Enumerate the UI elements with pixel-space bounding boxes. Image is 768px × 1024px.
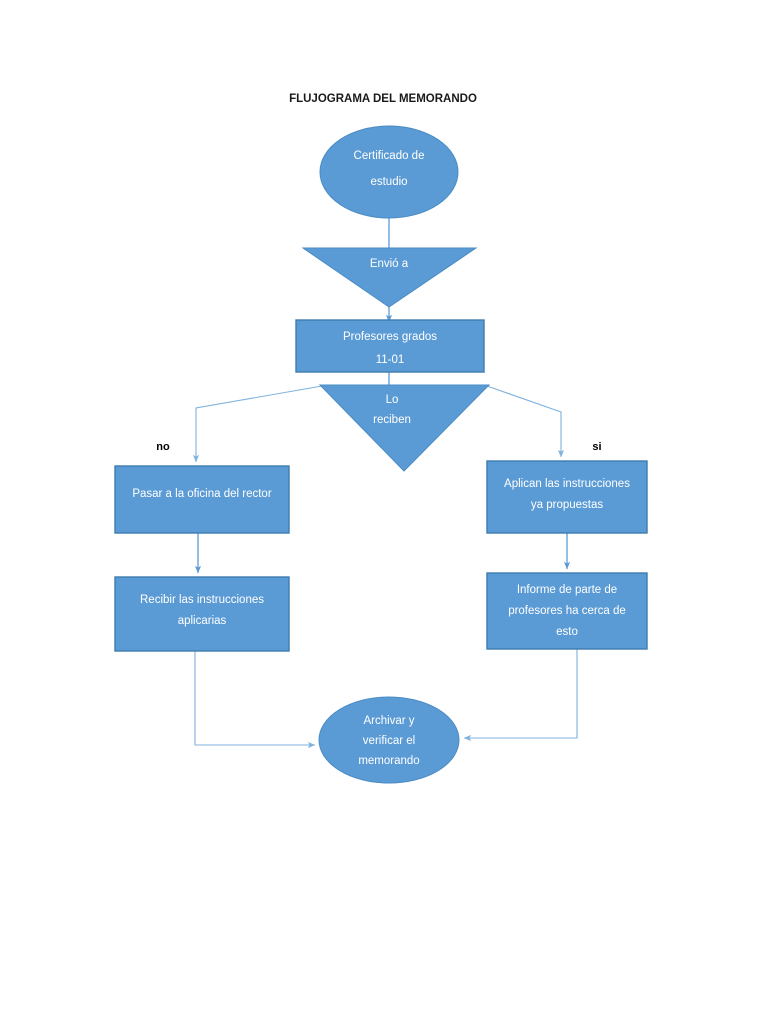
node-label-line-1: Recibir las instrucciones <box>140 594 264 606</box>
node-label-line-3: memorando <box>358 755 419 767</box>
node-profesores-grados[interactable]: Profesores grados 11-01 <box>295 319 485 373</box>
rectangle-shape <box>486 572 648 650</box>
connector-decision-no-to-pasar <box>192 385 323 463</box>
node-label-line-1: Lo <box>386 394 399 406</box>
rectangle-shape <box>486 460 648 534</box>
triangle-down-shape <box>318 384 491 472</box>
page-title: FLUJOGRAMA DEL MEMORANDO <box>289 93 477 105</box>
node-label-line-2: ya propuestas <box>531 499 603 511</box>
node-label-line-2: profesores ha cerca de <box>508 605 626 617</box>
node-label-line-2: verificar el <box>363 735 415 747</box>
edge-label-no: no <box>156 441 170 453</box>
node-pasar-a-la-oficina-del-rector[interactable]: Pasar a la oficina del rector <box>114 465 290 534</box>
node-recibir-las-instrucciones[interactable]: Recibir las instrucciones aplicarias <box>114 576 290 652</box>
node-label-line-1: Aplican las instrucciones <box>504 478 630 490</box>
rectangle-shape <box>114 465 290 534</box>
node-archivar-y-verificar-el-memorando[interactable]: Archivar y verificar el memorando <box>318 696 460 784</box>
node-label-line-1: Envió a <box>370 258 409 270</box>
connector-recibir-to-archivar <box>194 651 316 749</box>
node-label-line-2: reciben <box>373 414 411 426</box>
connector-layer <box>192 218 578 749</box>
triangle-down-shape <box>301 247 478 308</box>
node-label-line-1: Archivar y <box>363 715 414 727</box>
node-decision-lo-reciben[interactable]: Lo reciben <box>318 384 491 472</box>
edge-label-si: si <box>592 441 601 453</box>
node-label-line-3: esto <box>556 626 578 638</box>
node-certificado-de-estudio[interactable]: Certificado de estudio <box>319 125 459 219</box>
node-label-line-2: aplicarias <box>178 615 227 627</box>
rectangle-shape <box>114 576 290 652</box>
node-envio-a[interactable]: Envió a <box>301 247 478 308</box>
node-informe-de-parte-de-profesores[interactable]: Informe de parte de profesores ha cerca … <box>486 572 648 650</box>
ellipse-shape <box>318 696 460 784</box>
node-label-line-1: Informe de parte de <box>517 584 617 596</box>
node-label-line-1: Profesores grados <box>343 331 437 343</box>
node-aplican-las-instrucciones[interactable]: Aplican las instrucciones ya propuestas <box>486 460 648 534</box>
node-label-line-2: estudio <box>370 176 407 188</box>
rectangle-shape <box>295 319 485 373</box>
ellipse-shape <box>319 125 459 219</box>
connector-informe-to-archivar <box>463 649 578 742</box>
connector-decision-si-to-aplican <box>486 385 565 458</box>
node-label-line-2: 11-01 <box>376 354 405 366</box>
node-label-line-1: Pasar a la oficina del rector <box>132 488 272 500</box>
node-label-line-1: Certificado de <box>354 150 425 162</box>
